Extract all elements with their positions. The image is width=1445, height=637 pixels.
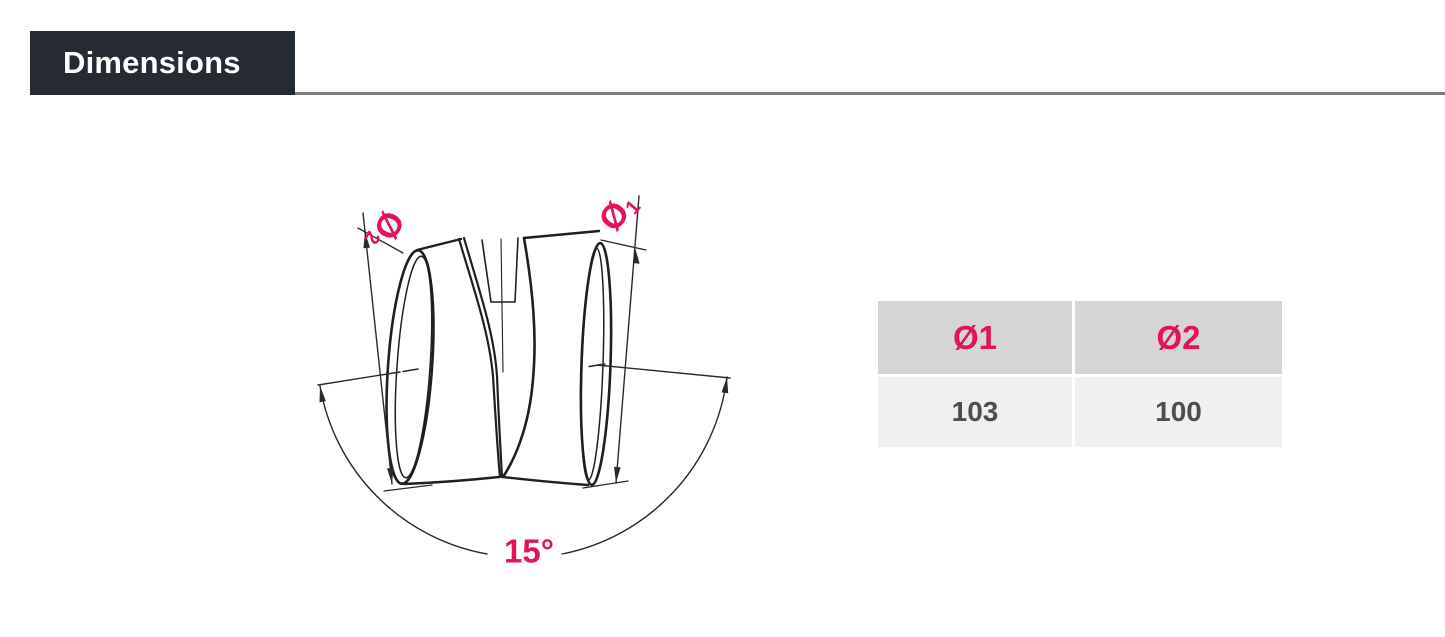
angle-radial-left [317, 371, 401, 386]
d1-top-tick [600, 239, 647, 251]
d1-bottom-tick [582, 480, 629, 489]
angle-arc-right [561, 376, 728, 555]
left-centre-mark [402, 368, 419, 373]
section-divider-rule [30, 92, 1445, 95]
dimension-arrowheads [319, 232, 729, 484]
right-pipe-top-edge [522, 229, 601, 240]
right-pipe-inner-edge [501, 236, 536, 479]
left-pipe-bottom-edge [402, 475, 501, 486]
left-pipe-top-edge [415, 237, 463, 252]
d1-dimension-line [615, 195, 640, 484]
arc-arrow-right [721, 377, 729, 394]
angle-arc-left [319, 385, 488, 555]
top-connector-tab [481, 237, 519, 303]
table-header-d1: Ø1 [878, 301, 1072, 374]
table-value-d1: 103 [878, 377, 1072, 447]
centre-line [500, 238, 504, 373]
elbow-drawing-svg [317, 195, 731, 555]
pipe-outlines [385, 229, 613, 487]
d2-arrow-top [363, 232, 370, 249]
section-title-box: Dimensions [30, 31, 295, 95]
joint-seam-line-2 [462, 236, 504, 479]
table-value-d2: 100 [1075, 377, 1282, 447]
table-header-d2: Ø2 [1075, 301, 1282, 374]
d1-arrow-bottom [614, 466, 621, 483]
angle-radial-right [596, 364, 731, 379]
d1-arrow-top [633, 247, 640, 264]
d2-top-tick [357, 227, 404, 254]
left-opening-rim-inner [394, 255, 433, 479]
d2-dimension-line [362, 212, 393, 485]
joint-seam-line-1 [457, 237, 502, 479]
page-title: Dimensions [63, 45, 241, 80]
right-pipe-bottom-edge [501, 475, 590, 487]
d2-arrow-bottom [387, 467, 394, 484]
angle-label: 15° [504, 532, 554, 570]
dimensions-table: Ø1 Ø2 103 100 [878, 301, 1282, 447]
right-centre-mark [588, 363, 606, 368]
arc-arrow-left [319, 386, 326, 403]
d2-bottom-tick [383, 484, 433, 492]
dimension-lines [317, 195, 731, 555]
